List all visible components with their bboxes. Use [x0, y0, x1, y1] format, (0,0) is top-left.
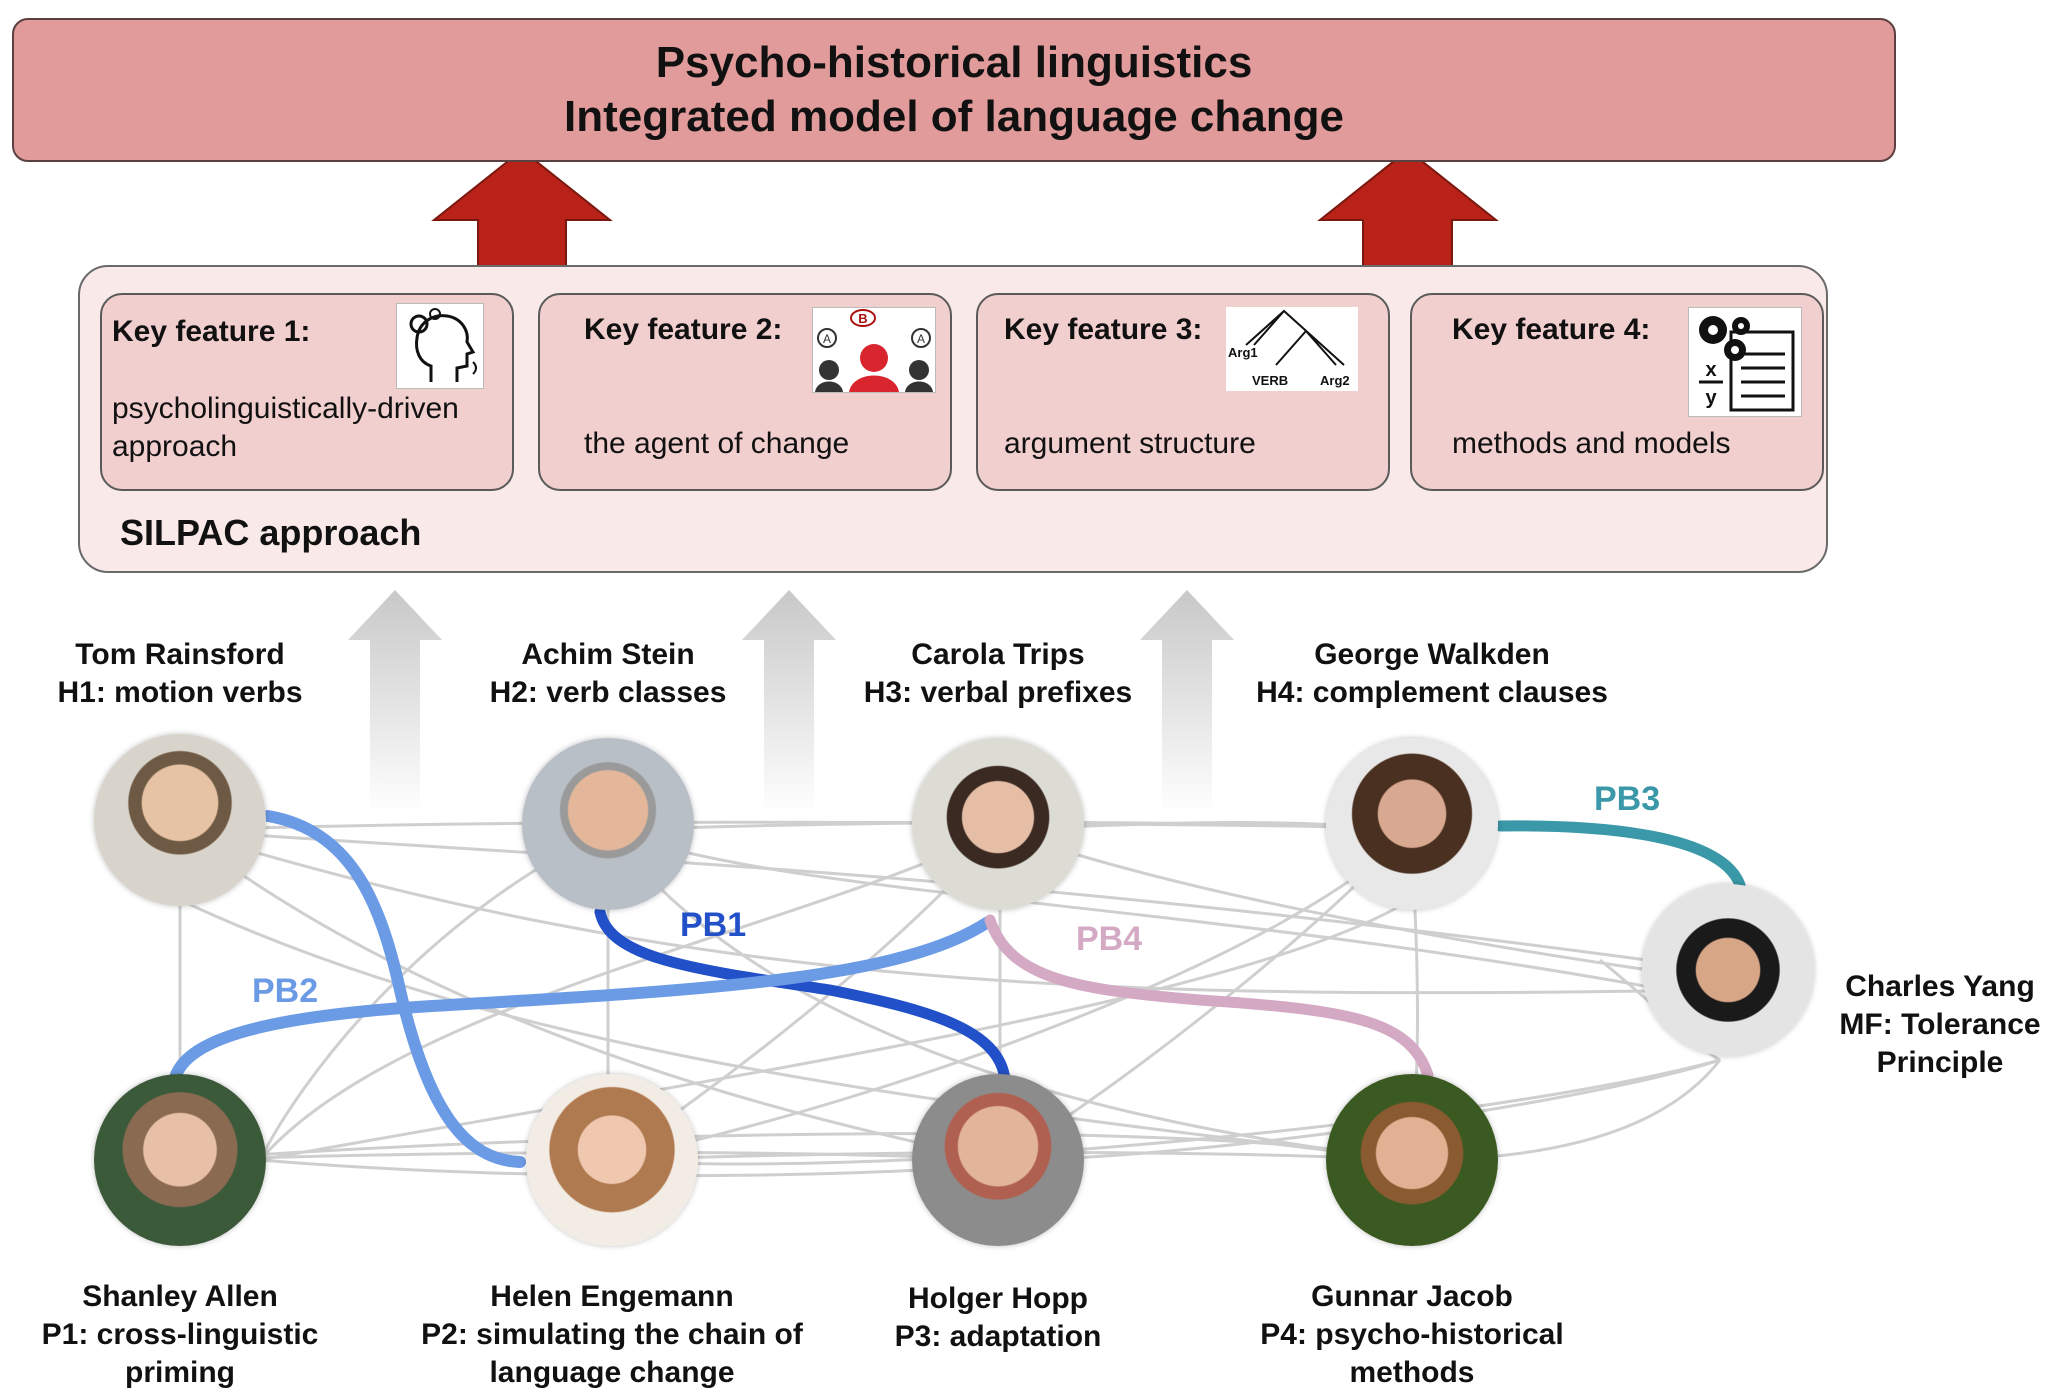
agent-a-left-label: A	[823, 332, 831, 346]
person-name-shanley-allen: Shanley Allen	[82, 1280, 278, 1313]
person-name-achim-stein: Achim Stein	[521, 638, 695, 671]
person-topic-p3: P3: adaptation	[894, 1320, 1102, 1353]
person-topic-h1: H1: motion verbs	[57, 676, 303, 709]
person-name-helen-engemann: Helen Engemann	[490, 1280, 734, 1313]
silpac-label: SILPAC approach	[120, 512, 422, 553]
pb4-bridge-line	[984, 914, 1434, 1081]
agent-a-right-label: A	[917, 332, 925, 346]
key-feature-3-desc: argument structure	[1004, 427, 1256, 460]
avatar-achim-stein	[522, 738, 694, 910]
pb2-bridge-line-b	[170, 916, 994, 1081]
person-name-charles-yang: Charles Yang	[1845, 970, 2035, 1003]
tree-verb-label: VERB	[1252, 373, 1288, 388]
key-feature-2: Key feature 2: the agent of change B A A	[538, 293, 952, 491]
avatar-george-walkden	[1326, 738, 1498, 910]
key-feature-4-title: Key feature 4:	[1452, 313, 1651, 346]
pb3-label: PB3	[1594, 780, 1661, 818]
person-name-tom-rainsford: Tom Rainsford	[75, 638, 285, 671]
key-feature-1-desc: psycholinguistically-driven approach	[112, 392, 459, 463]
person-name-holger-hopp: Holger Hopp	[908, 1282, 1088, 1315]
person-topic-h3: H3: verbal prefixes	[863, 676, 1133, 709]
pb1-bridge-line	[594, 906, 1011, 1086]
formula-y: y	[1705, 387, 1717, 409]
agents-icon: B A A	[812, 307, 936, 393]
person-topic-h4: H4: complement clauses	[1256, 676, 1608, 709]
pb2-bridge-line-a	[262, 810, 526, 1168]
person-name-carola-trips: Carola Trips	[911, 638, 1085, 671]
person-topic-p2: P2: simulating the chain of language cha…	[421, 1318, 803, 1389]
person-topic-p4: P4: psycho-historical methods	[1260, 1318, 1564, 1389]
avatar-charles-yang	[1642, 884, 1814, 1056]
agent-b-label: B	[858, 311, 867, 326]
head-gears-icon	[396, 303, 484, 389]
pb4-label: PB4	[1076, 920, 1143, 958]
person-name-george-walkden: George Walkden	[1314, 638, 1550, 671]
integrated-model-header: Psycho-historical linguistics Integrated…	[12, 18, 1896, 162]
formula-x: x	[1705, 359, 1716, 381]
header-line-2: Integrated model of language change	[564, 92, 1344, 141]
network-lines	[178, 820, 1722, 1178]
avatar-carola-trips	[912, 738, 1084, 910]
person-topic-h2: H2: verb classes	[489, 676, 727, 709]
syntax-tree-icon: Arg1 VERB Arg2	[1226, 307, 1358, 391]
key-feature-4-desc: methods and models	[1452, 427, 1731, 460]
key-feature-2-title: Key feature 2:	[584, 313, 783, 346]
avatar-holger-hopp	[912, 1074, 1084, 1246]
pb3-bridge-line	[1494, 820, 1746, 891]
tree-arg2-label: Arg2	[1320, 373, 1350, 388]
key-feature-1: Key feature 1: psycholinguistically-driv…	[100, 293, 514, 491]
key-feature-2-desc: the agent of change	[584, 427, 850, 460]
pb1-label: PB1	[680, 906, 747, 944]
gray-arrow-3	[1140, 590, 1234, 815]
gray-arrow-2	[742, 590, 836, 815]
person-topic-p1: P1: cross-linguistic priming	[41, 1318, 319, 1389]
avatar-tom-rainsford	[94, 734, 266, 906]
key-feature-1-title: Key feature 1:	[112, 315, 311, 348]
key-feature-3-title: Key feature 3:	[1004, 313, 1203, 346]
gray-arrow-1	[348, 590, 442, 815]
gears-document-icon: x y	[1688, 307, 1802, 417]
key-feature-3: Key feature 3: argument structure Arg1 V…	[976, 293, 1390, 491]
avatar-gunnar-jacob	[1326, 1074, 1498, 1246]
header-line-1: Psycho-historical linguistics	[655, 38, 1253, 87]
avatar-helen-engemann	[526, 1074, 698, 1246]
key-feature-4: Key feature 4: methods and models x y	[1410, 293, 1824, 491]
person-topic-mf: MF: Tolerance Principle	[1839, 1008, 2041, 1079]
avatar-shanley-allen	[94, 1074, 266, 1246]
pb2-label: PB2	[252, 972, 319, 1010]
person-name-gunnar-jacob: Gunnar Jacob	[1311, 1280, 1513, 1313]
tree-arg1-label: Arg1	[1228, 345, 1258, 360]
